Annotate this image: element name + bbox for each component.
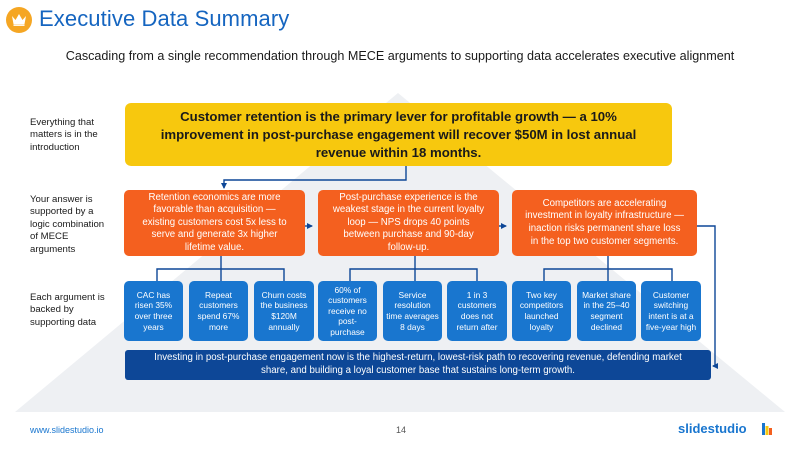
data-box-switching-intent: Customer switching intent is at a five-y… — [641, 281, 701, 341]
recommendation-box: Customer retention is the primary lever … — [125, 103, 672, 166]
brand-bars-icon — [762, 423, 772, 435]
data-box-market-share: Market share in the 25–40 segment declin… — [577, 281, 636, 341]
crown-icon — [12, 14, 26, 26]
data-box-repeat-customers: Repeat customers spend 67% more — [189, 281, 248, 341]
page-title: Executive Data Summary — [39, 6, 290, 31]
connector-top-to-argument — [221, 166, 407, 189]
footer-url-link[interactable]: www.slidestudio.io — [30, 425, 104, 435]
footer-brand-logo: slidestudio — [678, 421, 747, 436]
crown-logo — [6, 7, 32, 33]
connector-to-conclusion — [697, 225, 718, 369]
page-number: 14 — [396, 425, 407, 435]
side-label-introduction: Everything that matters is in the introd… — [30, 117, 98, 153]
side-label-supporting-data: Each argument is backed by supporting da… — [30, 292, 105, 328]
side-label-arguments: Your answer is supported by a logic comb… — [30, 194, 105, 255]
data-box-no-return: 1 in 3 customers does not return after — [447, 281, 507, 341]
page-subtitle: Cascading from a single recommendation t… — [65, 49, 735, 63]
data-box-resolution-time: Service resolution time averages 8 days — [383, 281, 442, 341]
argument-box-retention-economics: Retention economics are more favorable t… — [124, 190, 305, 256]
bracket-argument-2 — [349, 268, 478, 281]
argument-box-post-purchase: Post-purchase experience is the weakest … — [318, 190, 499, 256]
argument-box-competitors: Competitors are accelerating investment … — [512, 190, 697, 256]
data-box-no-post-purchase: 60% of customers receive no post-purchas… — [318, 281, 377, 341]
data-box-churn-costs: Churn costs the business $120M annually — [254, 281, 314, 341]
data-box-competitor-loyalty: Two key competitors launched loyalty — [512, 281, 571, 341]
data-box-cac: CAC has risen 35% over three years — [124, 281, 183, 341]
conclusion-box: Investing in post-purchase engagement no… — [125, 350, 711, 380]
